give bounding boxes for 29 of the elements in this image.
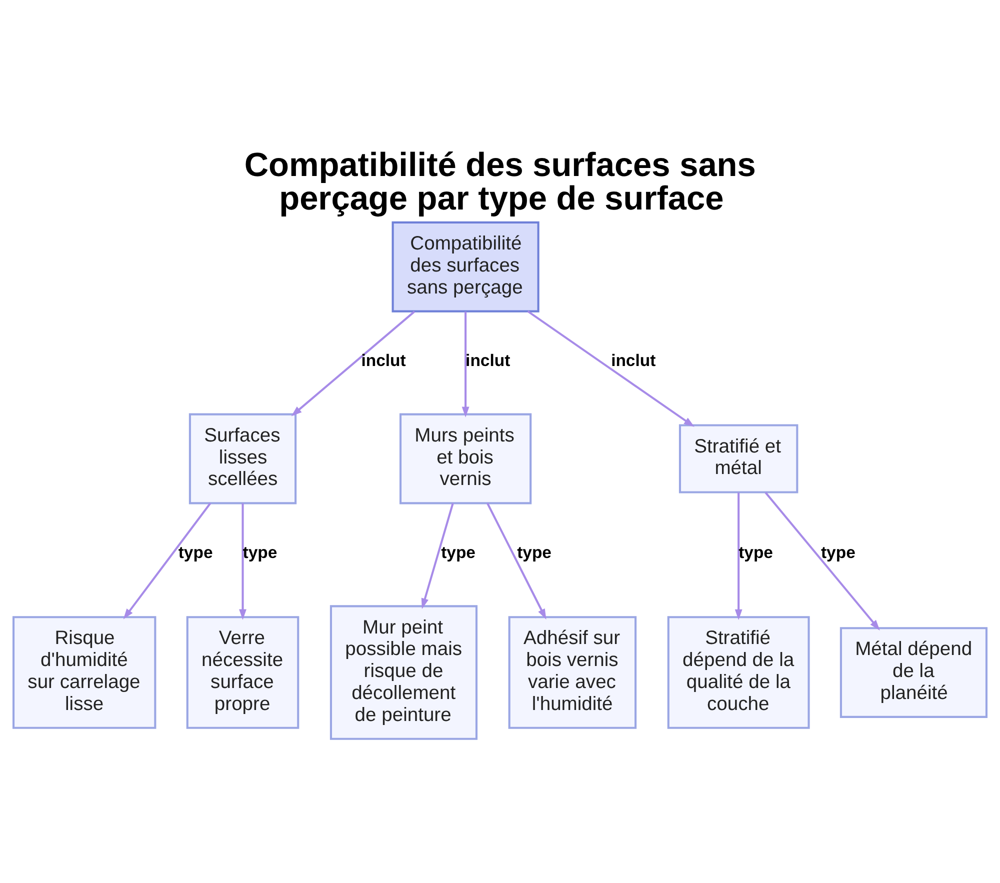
edge-label: inclut bbox=[466, 350, 510, 370]
edge-label: type bbox=[242, 542, 278, 562]
node-box: Stratifié dépend de la qualité de la couche bbox=[667, 616, 810, 728]
node-box: Murs peints et bois vernis bbox=[399, 412, 532, 504]
node-box: Mur peint possible mais risque de décollement de peinture bbox=[330, 604, 478, 740]
arrow bbox=[486, 502, 546, 620]
edge-label: type bbox=[820, 542, 856, 562]
node-box: Verre nécessite surface propre bbox=[186, 616, 300, 728]
node-box: Risque d'humidité sur carrelage lisse bbox=[12, 616, 156, 728]
arrow bbox=[421, 502, 454, 608]
edge-label: inclut bbox=[611, 350, 656, 370]
arrow bbox=[291, 310, 416, 416]
arrow bbox=[734, 492, 742, 620]
edge-label: type bbox=[738, 542, 773, 562]
arrow bbox=[123, 502, 212, 619]
node-box: Compatibilité des surfaces sans perçage bbox=[392, 220, 540, 312]
arrow bbox=[764, 491, 880, 630]
node-box: Stratifié et métal bbox=[678, 424, 798, 493]
edge-label: type bbox=[178, 542, 213, 562]
arrow bbox=[527, 310, 694, 426]
node-box: Métal dépend de la planéité bbox=[840, 626, 988, 718]
arrow bbox=[239, 502, 246, 620]
diagram-title: Compatibilité des surfaces sans perçage par type de surface bbox=[244, 146, 756, 217]
edge-label: type bbox=[517, 542, 552, 562]
arrow bbox=[462, 311, 470, 417]
node-box: Adhésif sur bois vernis varie avec l'humidité bbox=[508, 616, 637, 728]
edge-label: inclut bbox=[361, 350, 406, 370]
edge-label: type bbox=[441, 542, 476, 562]
node-box: Surfaces lisses scellées bbox=[188, 412, 297, 504]
